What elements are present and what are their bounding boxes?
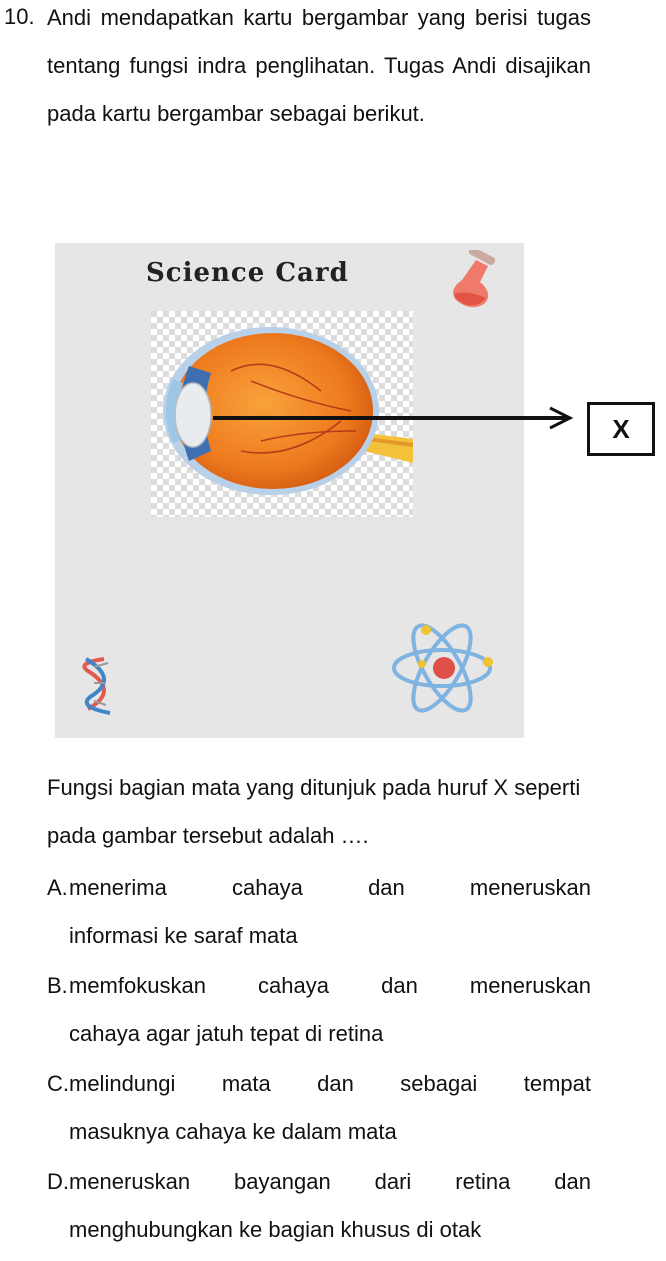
option-text: melindungi mata dan sebagai tempat masuk… — [69, 1060, 591, 1156]
question-prompt: Fungsi bagian mata yang ditunjuk pada hu… — [47, 775, 581, 848]
option-line: cahaya agar jatuh tepat di retina — [69, 1021, 384, 1046]
label-x-box: X — [587, 402, 655, 456]
option-line: melindungi mata dan sebagai tempat — [69, 1071, 591, 1096]
option-line: masuknya cahaya ke dalam mata — [69, 1119, 397, 1144]
answer-options: A. menerima cahaya dan meneruskan inform… — [47, 864, 591, 1256]
option-text: memfokuskan cahaya dan meneruskan cahaya… — [69, 962, 591, 1058]
option-line: menghubungkan ke bagian khusus di otak — [69, 1217, 482, 1242]
dna-icon — [82, 657, 111, 715]
option-letter: C. — [47, 1071, 69, 1096]
option-line: meneruskan bayangan dari retina dan — [69, 1169, 591, 1194]
option-line: memfokuskan cahaya dan meneruskan — [69, 973, 591, 998]
flask-icon — [453, 250, 496, 308]
question-stem: Andi mendapatkan kartu bergambar yang be… — [47, 5, 591, 126]
eye-anatomy-image — [151, 311, 413, 517]
option-text: meneruskan bayangan dari retina dan meng… — [69, 1158, 591, 1254]
option-letter: A. — [47, 875, 68, 900]
option-c[interactable]: C. melindungi mata dan sebagai tempat ma… — [47, 1060, 591, 1156]
option-a[interactable]: A. menerima cahaya dan meneruskan inform… — [47, 864, 591, 960]
option-d[interactable]: D. meneruskan bayangan dari retina dan m… — [47, 1158, 591, 1254]
option-text: menerima cahaya dan meneruskan informasi… — [69, 864, 591, 960]
option-b[interactable]: B. memfokuskan cahaya dan meneruskan cah… — [47, 962, 591, 1058]
option-letter: B. — [47, 973, 68, 998]
question-number: 10. — [4, 4, 35, 29]
option-line: menerima cahaya dan meneruskan — [69, 875, 591, 900]
card-bottom-edge — [55, 738, 524, 750]
atom-icon — [392, 623, 493, 713]
option-line: informasi ke saraf mata — [69, 923, 298, 948]
card-title: Science Card — [146, 258, 349, 288]
option-letter: D. — [47, 1169, 69, 1194]
